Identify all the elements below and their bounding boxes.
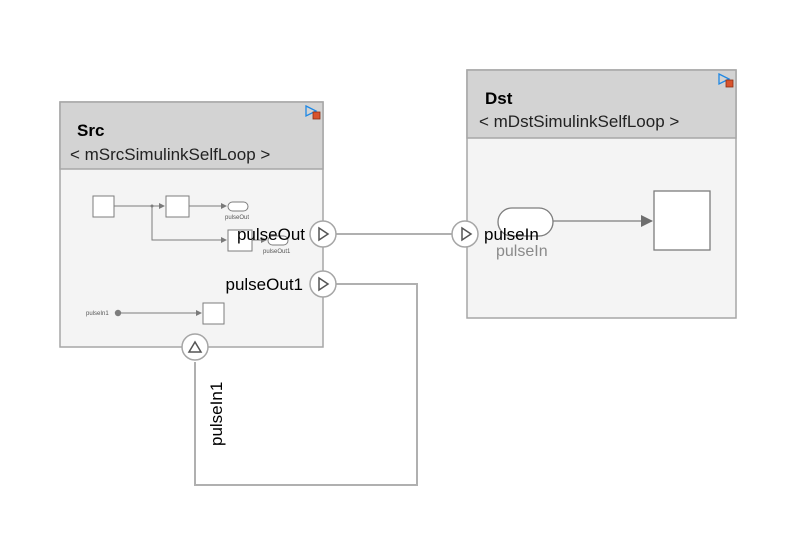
inner-inport-pulsein (497, 207, 554, 237)
output-port-arrow-icon (318, 276, 330, 292)
input-port-arrow-icon (187, 340, 203, 353)
inner-inport-pulsein1 (114, 309, 122, 317)
port-label-pulseout: pulseOut (237, 225, 305, 244)
dst-block-title: Dst (485, 89, 513, 108)
signal-line-pulseout1-loop[interactable] (194, 283, 418, 486)
model-reference-badge-icon (718, 72, 734, 88)
src-block-reference: < mSrcSimulinkSelfLoop > (70, 145, 270, 164)
port-pulseout[interactable] (309, 220, 337, 248)
inner-display-block (653, 190, 711, 251)
dst-block-reference: < mDstSimulinkSelfLoop > (479, 112, 679, 131)
src-block-header[interactable] (59, 101, 324, 170)
port-pulseout1[interactable] (309, 270, 337, 298)
src-block-title: Src (77, 121, 104, 140)
dst-inner-diagram: pulseIn (496, 190, 711, 260)
src-inner-diagram: pulseOut pulseOut1 pulseIn1 (86, 195, 291, 325)
output-port-arrow-icon (318, 226, 330, 242)
port-label-pulsein1: pulseIn1 (207, 382, 226, 446)
connections (194, 233, 452, 486)
inner-block-b (165, 195, 190, 218)
port-pulsein1[interactable] (181, 333, 209, 361)
inner-label-pulsein: pulseIn (496, 243, 548, 260)
input-port-arrow-icon (461, 226, 473, 242)
inner-outport-pulseout1 (267, 235, 289, 246)
src-block[interactable]: Src < mSrcSimulinkSelfLoop > pulseOut pu… (59, 101, 337, 446)
dst-block-header[interactable] (466, 69, 737, 139)
model-reference-badge-icon (305, 104, 321, 120)
inner-label-pulseout: pulseOut (225, 215, 249, 221)
inner-label-pulseout1: pulseOut1 (263, 249, 291, 255)
dst-block[interactable]: Dst < mDstSimulinkSelfLoop > pulseIn pul… (451, 69, 737, 319)
inner-outport-pulseout (227, 201, 249, 212)
port-label-pulseout1: pulseOut1 (226, 275, 304, 294)
port-label-pulsein: pulseIn (484, 225, 539, 244)
inner-block-d (202, 302, 225, 325)
inner-label-pulsein1: pulseIn1 (86, 311, 109, 317)
port-pulsein[interactable] (451, 220, 479, 248)
inner-block-a (92, 195, 115, 218)
